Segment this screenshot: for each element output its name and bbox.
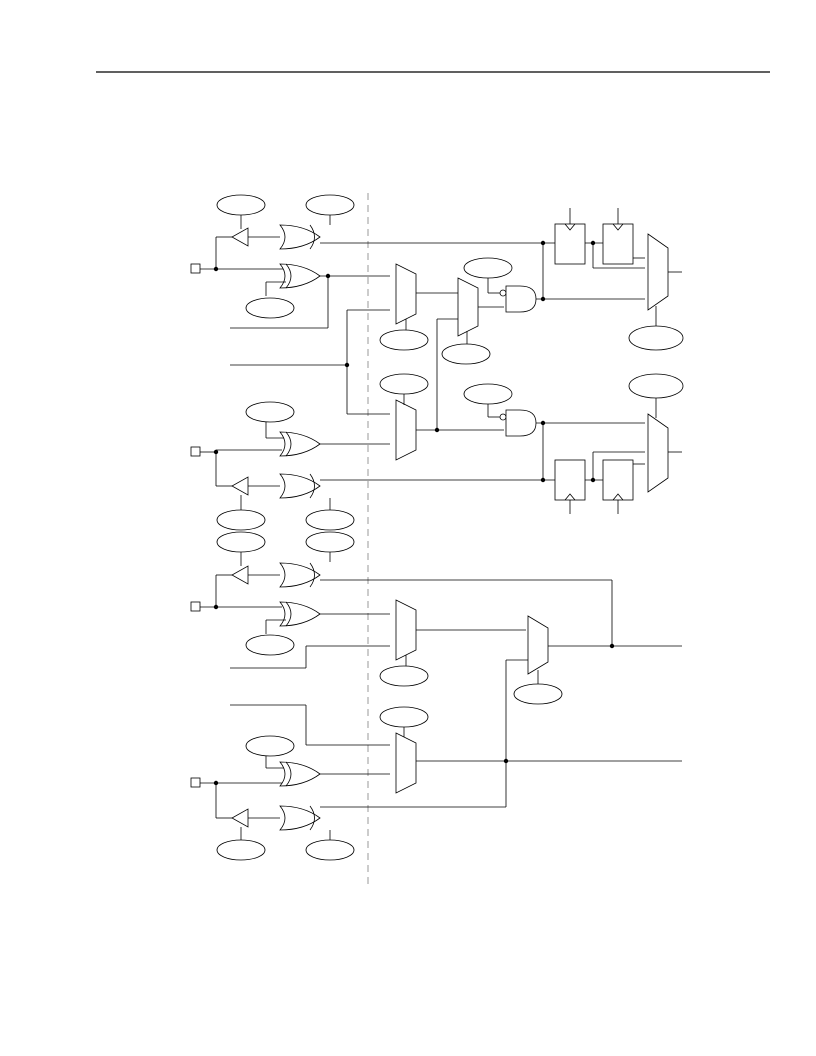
mux-c: [395, 399, 417, 461]
oval-and-b: [463, 383, 513, 405]
io-pad-2: [190, 446, 201, 457]
oval-mux-b: [441, 343, 491, 365]
xor-gate-1b: [279, 263, 321, 289]
oval-1c: [245, 297, 295, 319]
oval-out-1: [628, 325, 684, 351]
oval-1b: [305, 194, 355, 216]
io-block-4: [190, 704, 682, 861]
xor-gate-3b: [279, 601, 321, 627]
oval-1a: [216, 194, 266, 216]
oval-2c: [305, 509, 355, 531]
flip-flop-4: [602, 459, 634, 501]
oval-mux-a: [379, 329, 429, 351]
oval-4c: [305, 839, 355, 861]
xor-gate-3a: [279, 562, 321, 588]
oval-out-2: [628, 373, 684, 399]
output-mux-2: [647, 413, 669, 493]
xor-gate-1a: [279, 224, 321, 250]
oval-4a: [245, 735, 295, 757]
xor-gate-2a: [279, 431, 321, 457]
oval-3c: [245, 634, 295, 656]
mux-e: [527, 615, 549, 675]
output-buffer-1: [231, 227, 249, 247]
mux-d: [395, 599, 417, 661]
output-buffer-4: [231, 808, 249, 828]
and-gate-a: [505, 285, 537, 313]
mux-a: [395, 263, 417, 325]
mux-f: [395, 732, 417, 794]
flip-flop-2: [602, 223, 634, 265]
output-buffer-3: [231, 565, 249, 585]
io-pad-3: [190, 601, 201, 612]
core-middle: [347, 373, 684, 514]
oval-2a: [245, 401, 295, 423]
oval-and-a: [463, 257, 513, 279]
io-block-3: [190, 531, 682, 807]
and-gate-b: [505, 409, 537, 437]
io-pad-1: [190, 263, 201, 274]
xor-gate-2b: [279, 473, 321, 499]
xor-gate-4b: [279, 805, 321, 831]
xor-gate-4a: [279, 761, 321, 787]
output-mux-1: [647, 233, 669, 311]
oval-mux-e: [513, 683, 563, 705]
oval-4b: [216, 839, 266, 861]
output-buffer-2: [231, 476, 249, 496]
oval-2b: [216, 509, 266, 531]
io-block-2: [190, 362, 555, 531]
flip-flop-1: [554, 223, 586, 265]
oval-mux-d: [379, 665, 429, 687]
oval-3a: [216, 531, 266, 553]
oval-3b: [305, 531, 355, 553]
mux-b: [457, 277, 479, 337]
io-block-1: [190, 194, 555, 329]
oval-mux-f: [379, 706, 429, 728]
io-pad-4: [190, 777, 201, 788]
core-upper: [346, 208, 684, 430]
oval-mux-c: [379, 373, 429, 395]
